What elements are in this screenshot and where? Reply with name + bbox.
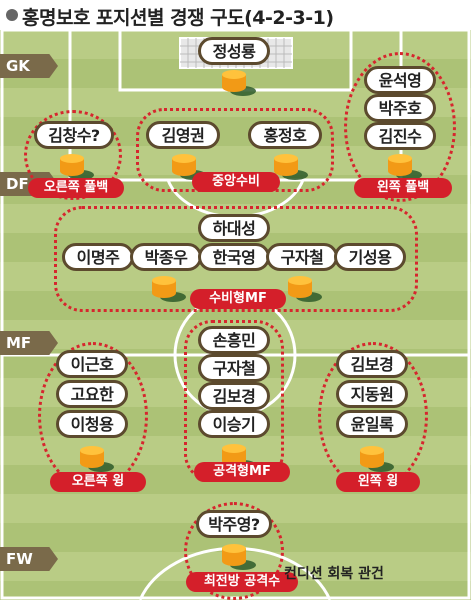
player-left-wing-2: 지동원 [336,380,408,408]
position-tag-mf: MF [0,331,58,355]
player-attacking-mf-4: 이승기 [198,410,270,438]
bullet-icon [6,9,18,21]
player-right-back-1: 김창수? [34,121,114,149]
group-defensive-mf [54,206,418,312]
player-dmf-6: 기성용 [334,243,406,271]
label-attacking-mf: 공격형MF [194,462,290,482]
label-right-back: 오른쪽 풀백 [28,178,124,198]
player-attacking-mf-1: 손흥민 [198,326,270,354]
striker-note: 컨디션 회복 관건 [284,566,384,582]
player-dmf-1: 하대성 [198,214,270,242]
group-left-back [344,52,456,202]
player-dmf-4: 한국영 [198,243,270,271]
position-tag-fw: FW [0,547,58,571]
player-striker-1: 박주영? [196,510,272,538]
group-striker [184,502,284,600]
player-right-wing-3: 이청용 [56,410,128,438]
player-left-wing-3: 윤일록 [336,410,408,438]
player-center-back-1: 김영권 [146,121,220,149]
player-center-back-2: 홍정호 [248,121,322,149]
label-right-wing: 오른쪽 윙 [50,472,146,492]
can-icon [388,154,422,180]
page-title: 홍명보호 포지션별 경쟁 구도(4-2-3-1) [22,7,334,29]
player-right-wing-1: 이근호 [56,350,128,378]
label-center-back: 중앙수비 [192,172,280,192]
player-attacking-mf-2: 구자철 [198,354,270,382]
label-defensive-mf: 수비형MF [190,289,286,309]
can-icon [222,544,256,570]
label-left-back: 왼쪽 풀백 [354,178,452,198]
player-left-wing-1: 김보경 [336,350,408,378]
player-attacking-mf-3: 김보경 [198,382,270,410]
can-icon [60,154,94,180]
player-dmf-5: 구자철 [266,243,338,271]
can-icon [274,154,308,180]
player-dmf-2: 이명주 [62,243,134,271]
can-icon [360,446,394,472]
can-icon [152,276,186,302]
can-icon [288,276,322,302]
can-icon [80,446,114,472]
position-tag-gk: GK [0,54,58,78]
can-icon [222,70,256,96]
label-left-wing: 왼쪽 윙 [336,472,420,492]
title-bar: 홍명보호 포지션별 경쟁 구도(4-2-3-1) [0,0,471,30]
group-right-back [24,110,122,200]
label-striker: 최전방 공격수 [186,572,298,592]
player-left-back-1: 윤석영 [364,66,436,94]
soccer-field: GK DF MF FW 정성룡 김창수? 오른쪽 풀백 김영권 홍정호 중앙수비… [0,30,471,600]
player-gk-1: 정성룡 [198,37,270,65]
player-left-back-3: 김진수 [364,122,436,150]
player-dmf-3: 박종우 [130,243,202,271]
player-left-back-2: 박주호 [364,94,436,122]
player-right-wing-2: 고요한 [56,380,128,408]
